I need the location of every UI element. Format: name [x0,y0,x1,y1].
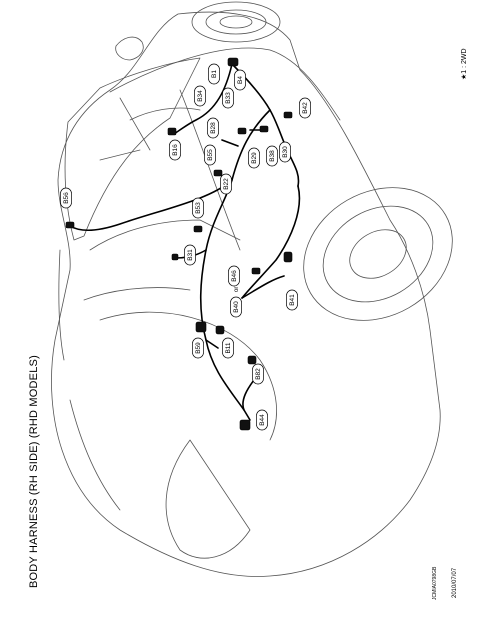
connector-id: B42 [302,102,309,114]
connector-id: B28 [210,122,217,134]
connector-id: B46 [231,270,238,282]
connector-label-b33: B33 [222,87,234,109]
connector-badge [220,173,232,195]
connector-id: B41 [289,294,296,306]
page-title: BODY HARNESS (RH SIDE) (RHD MODELS) [28,355,40,588]
connector-badge [279,141,291,163]
connector-id: B55 [207,149,214,161]
connector-badge [184,244,196,266]
connector-badge [204,144,216,166]
footnote-2wd: ★1 : 2WD [461,48,468,80]
connector-label-b38: B38 [266,145,278,167]
connector-badge [228,265,240,287]
figure-date: 2010/07/07 [452,567,458,598]
vehicle-outline [51,11,441,577]
connector-badge [299,97,311,119]
connector-id: B29 [251,152,258,164]
connector-label-b34: B34 [194,85,206,107]
connector-badge [207,117,219,139]
connector-id: B31 [187,249,194,261]
connector-id: B40 [233,301,240,313]
harness-wiring [69,63,301,421]
front-wheel [191,1,281,43]
connector-label-b29: B29 [248,147,260,169]
connector-label-b22: B22 [220,173,232,195]
connector-badge [222,87,234,109]
connector-label-b4: B4 [234,69,246,91]
connector-id: B30 [282,146,289,158]
connector-label-b55: B55 [204,144,216,166]
connector-id: B38 [269,150,276,162]
or-separator: or [234,287,240,292]
connector-label-b42: B42 [299,97,311,119]
connector-label-b11: B11 [222,337,234,359]
connector-label-b31: B31 [184,244,196,266]
connector-badge [286,289,298,311]
connector-id: B16 [172,144,179,156]
connector-id: B44 [259,414,266,426]
connector-badge [222,337,234,359]
connector-badge [208,63,220,85]
connector-label-b16: B16 [169,139,181,161]
connector-badge [230,296,242,318]
connector-badge [256,409,268,431]
connector-badge [60,187,72,209]
connector-badge [266,145,278,167]
connector-id: B4 [237,76,244,84]
connector-label-b53: B53 [192,197,204,219]
connector-id: B22 [223,178,230,190]
connector-id: B11 [225,342,232,353]
connector-label-b1: B1 [208,63,220,85]
connector-label-b28: B28 [207,117,219,139]
connector-badge [192,337,204,359]
connector-id: B33 [225,92,232,104]
connector-id: B59 [195,342,202,354]
figure-code: JCMIA0798GB [432,566,438,600]
connector-label-b46: B46 [228,265,240,287]
connector-badge [248,147,260,169]
connector-badge [252,363,264,385]
connector-label-b56: B56 [60,187,72,209]
connector-badge [169,139,181,161]
connector-label-b82: B82 [252,363,264,385]
connector-badge [234,69,246,91]
connector-id: B1 [211,70,218,78]
connector-label-b44: B44 [256,409,268,431]
connector-id: B56 [63,192,70,204]
connector-label-b30: B30 [279,141,291,163]
connector-plugs [65,57,293,431]
connector-id: B53 [195,202,202,214]
connector-id: B82 [255,368,262,380]
connector-badge [192,197,204,219]
connector-label-b59: B59 [192,337,204,359]
rear-wheel [303,187,453,321]
connector-badge [194,85,206,107]
connector-label-b41: B41 [286,289,298,311]
connector-label-b40: B40 [230,296,242,318]
connector-id: B34 [197,90,204,102]
